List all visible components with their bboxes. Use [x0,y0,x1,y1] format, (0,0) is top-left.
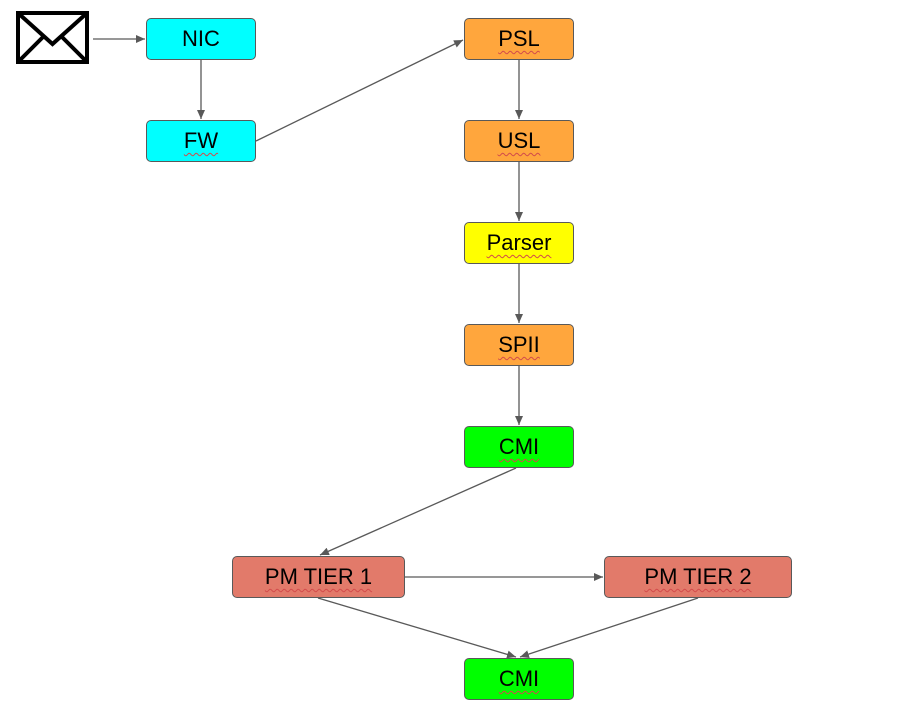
node-cmi-upper-label: CMI [498,434,540,459]
mail-envelope-icon [16,11,89,64]
node-fw-label: FW [183,128,219,153]
node-psl-label: PSL [498,26,540,51]
node-pm-tier-2-label: PM TIER 2 [644,564,752,589]
node-usl-label: USL [497,128,541,153]
node-parser[interactable]: Parser [464,222,574,264]
node-nic-label: NIC [182,26,220,51]
arrow-cmi1-to-pm1 [319,467,517,556]
node-pm-tier-2[interactable]: PM TIER 2 [604,556,792,598]
arrow-pm1-to-cmi2 [317,597,517,659]
node-pm-tier-1[interactable]: PM TIER 1 [232,556,405,598]
node-pm-tier-1-label: PM TIER 1 [264,564,373,589]
node-parser-label: Parser [486,230,552,255]
node-spii-label: SPII [498,332,540,357]
node-cmi-upper[interactable]: CMI [464,426,574,468]
node-fw[interactable]: FW [146,120,256,162]
arrow-fw-to-psl [255,39,464,142]
node-cmi-lower-label: CMI [498,666,540,691]
node-psl[interactable]: PSL [464,18,574,60]
arrow-pm2-to-cmi2 [519,597,699,658]
node-cmi-lower[interactable]: CMI [464,658,574,700]
node-usl[interactable]: USL [464,120,574,162]
node-spii[interactable]: SPII [464,324,574,366]
node-nic[interactable]: NIC [146,18,256,60]
